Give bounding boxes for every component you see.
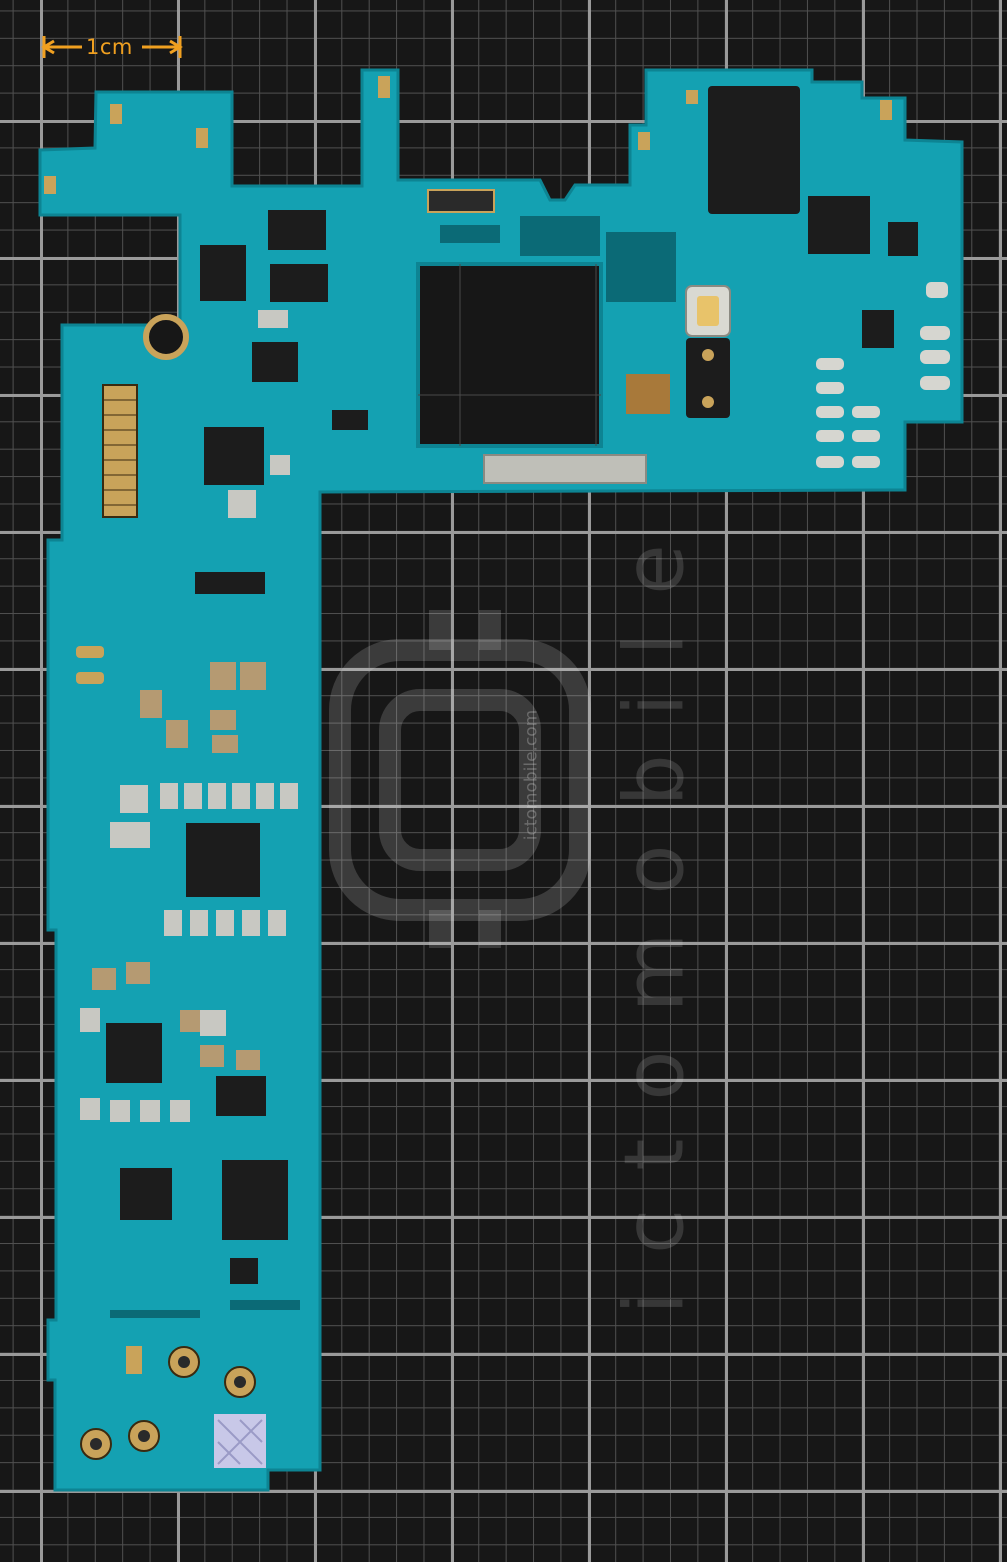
sticker-pattern <box>217 1419 263 1465</box>
flash-led-lens <box>697 296 719 326</box>
pcb-outline <box>38 68 964 1492</box>
passive-components <box>80 310 298 1122</box>
board-to-board-connector <box>102 384 138 518</box>
traces <box>110 216 676 1318</box>
capacitors <box>92 662 266 1070</box>
right-pads <box>816 282 950 468</box>
sensor-dot-top <box>702 349 714 361</box>
sensor-dot-bottom <box>702 396 714 408</box>
camera-cutout-icon <box>416 262 603 448</box>
watermark-logo-icon <box>329 610 591 948</box>
copper-pad <box>626 374 670 414</box>
shield-bar <box>483 454 647 484</box>
scale-bar-icon <box>41 36 183 58</box>
spring-contacts <box>44 76 892 684</box>
gold-pad-bottom <box>126 1346 142 1374</box>
coax-connector-icon <box>80 1346 256 1460</box>
top-connector <box>427 189 495 213</box>
mounting-hole <box>143 314 189 360</box>
cutout-grid <box>418 264 601 446</box>
scale-label: 1cm <box>86 35 133 59</box>
connector-pins <box>103 399 137 506</box>
chips <box>106 86 918 1284</box>
proximity-sensor <box>686 338 730 418</box>
